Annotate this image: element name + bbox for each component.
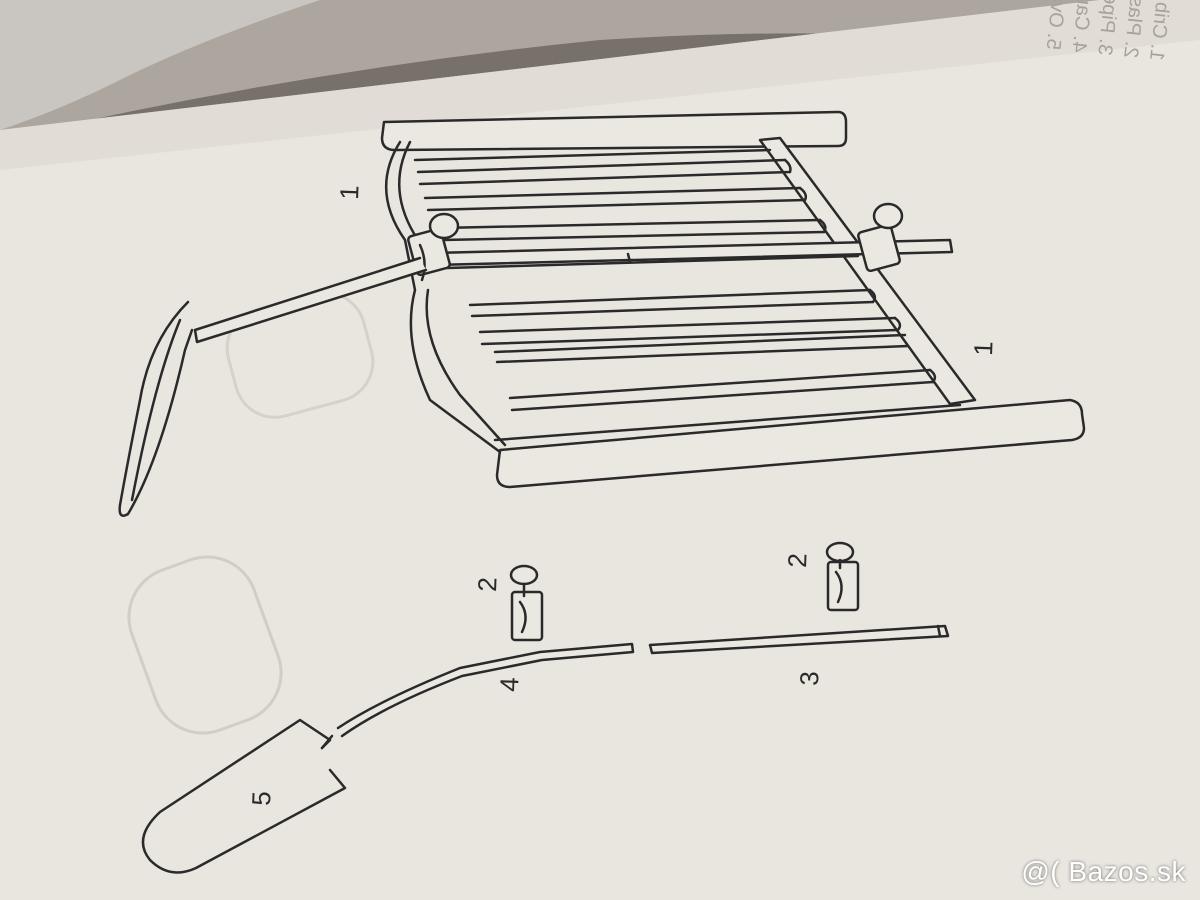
part-clamp-lower-hook <box>834 570 843 604</box>
parts-drawing <box>141 541 950 874</box>
crib-slat <box>493 333 910 364</box>
sheet-shadow-edge <box>0 0 1200 170</box>
crib-inner-top <box>413 148 772 162</box>
show-through-line-3: 3. Pipe <box>1093 0 1121 56</box>
crib-slat-end <box>798 186 808 202</box>
watermark: @( Bazos.sk <box>1021 856 1186 887</box>
mounted-canopy-frame-inner <box>130 318 182 502</box>
part-clamp-upper-knob <box>509 564 539 586</box>
crib-slat <box>416 158 792 186</box>
label-clamp-lower: 2 <box>782 553 812 569</box>
crib-slat-end <box>818 218 827 234</box>
label-clamp-upper: 2 <box>472 577 502 593</box>
crib-slat-end <box>893 316 902 332</box>
part-pipe <box>648 624 950 655</box>
crib-slat <box>423 186 807 212</box>
crib-end-left <box>384 140 502 454</box>
ghost-shape <box>127 555 283 735</box>
label-crib-top: 1 <box>334 185 364 201</box>
label-pipe: 3 <box>794 671 824 687</box>
crib-inner-bottom <box>493 403 962 442</box>
part-bent-arm <box>336 642 635 738</box>
mounted-canopy-frame <box>118 300 194 517</box>
show-through-text: 1. Crib crossbar 2. Plastic handle 3. Pi… <box>1042 0 1182 62</box>
mounted-arm <box>193 256 428 344</box>
part-clamp-upper-hook <box>518 600 527 634</box>
label-crib-side: 1 <box>968 341 998 357</box>
crib-clamp-right <box>857 223 901 273</box>
part-clamp-lower-knob <box>825 541 855 563</box>
crib-slat <box>438 218 826 242</box>
part-clamp-upper <box>510 590 544 642</box>
crib-clamp-left-knob <box>428 212 460 240</box>
crib-end-left-lower <box>425 288 507 447</box>
crib-clamp-left-hook <box>418 243 426 282</box>
label-bent-arm: 4 <box>494 677 524 693</box>
crib-slat <box>478 316 900 346</box>
crib-slat-end <box>928 368 937 384</box>
crib-end-left-inner <box>398 140 420 242</box>
crib-slat <box>468 288 875 318</box>
part-pipe-cap <box>936 624 942 638</box>
crib-clamp-right-knob <box>872 202 904 230</box>
part-canopy-frame <box>141 718 347 874</box>
part-clamp-lower <box>826 560 860 612</box>
crib-slat-end <box>783 158 792 174</box>
crib-top-rail <box>380 110 848 152</box>
crib-bottom-rail <box>495 398 1086 489</box>
label-canopy-frame: 5 <box>246 791 276 807</box>
crib-slat-end <box>868 288 877 304</box>
pipe-joint <box>626 252 632 264</box>
mounted-pipe <box>430 238 954 267</box>
part-canopy-frame-tip <box>320 734 334 750</box>
crib-drawing <box>118 110 1086 517</box>
bag-highlight <box>0 0 320 130</box>
crib-slat <box>508 368 935 412</box>
